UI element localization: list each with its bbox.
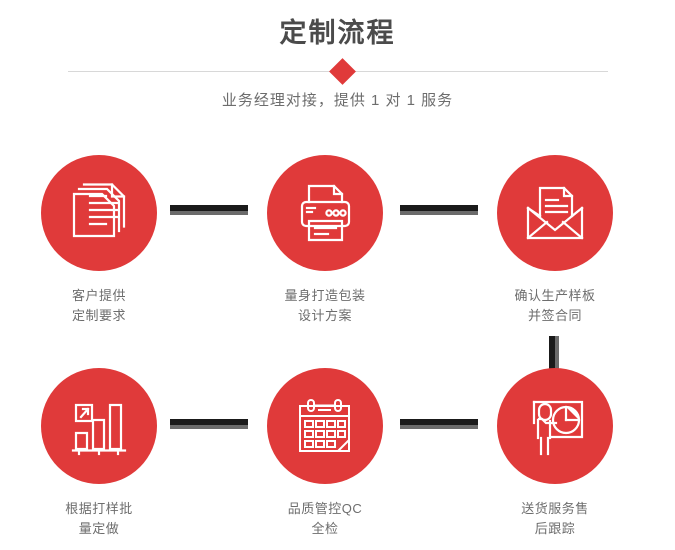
header: 定制流程 业务经理对接，提供 1 对 1 服务 <box>0 0 675 130</box>
flow-step-3-caption: 确认生产样板 并签合同 <box>514 288 596 323</box>
flow-step-5-circle[interactable] <box>267 368 383 484</box>
connector-bar <box>400 205 478 211</box>
connector-shadow <box>555 336 559 376</box>
connector-bar <box>400 419 478 425</box>
page-title: 定制流程 <box>279 18 396 48</box>
flow-step-2-caption: 量身打造包装 设计方案 <box>284 288 366 323</box>
connector-shadow <box>400 425 478 429</box>
flow-step-6-caption: 送货服务售 后跟踪 <box>521 501 589 536</box>
flow-step-2-circle[interactable] <box>267 155 383 271</box>
connector-step1-step2 <box>170 205 248 215</box>
flow-step-5-caption: 品质管控QC 全检 <box>287 501 363 536</box>
flow-step-6-circle[interactable] <box>497 368 613 484</box>
bar-chart-growth-icon <box>66 393 132 459</box>
flow-step-6[interactable]: 送货服务售 后跟踪 <box>465 368 645 539</box>
connector-step5-step6 <box>400 419 478 429</box>
connector-shadow <box>400 211 478 215</box>
flow-step-4-caption: 根据打样批 量定做 <box>65 501 133 536</box>
envelope-document-icon <box>522 180 588 246</box>
connector-bar <box>170 419 248 425</box>
connector-bar <box>170 205 248 211</box>
flow-step-4-circle[interactable] <box>41 368 157 484</box>
connector-step2-step3 <box>400 205 478 215</box>
flow-step-1-circle[interactable] <box>41 155 157 271</box>
calendar-icon <box>292 393 358 459</box>
flow-step-4[interactable]: 根据打样批 量定做 <box>9 368 189 539</box>
documents-stack-icon <box>66 180 132 246</box>
presentation-pie-chart-icon <box>522 393 588 459</box>
connector-shadow <box>170 425 248 429</box>
connector-step3-step6 <box>549 336 559 376</box>
connector-step4-step5 <box>170 419 248 429</box>
title-divider <box>68 58 608 85</box>
flow-step-5[interactable]: 品质管控QC 全检 <box>235 368 415 539</box>
flow-step-2[interactable]: 量身打造包装 设计方案 <box>235 155 415 326</box>
connector-bar <box>549 336 555 376</box>
flow-step-1-caption: 客户提供 定制要求 <box>71 288 126 323</box>
flow-step-3-circle[interactable] <box>497 155 613 271</box>
flow-step-1[interactable]: 客户提供 定制要求 <box>9 155 189 326</box>
flow-step-3[interactable]: 确认生产样板 并签合同 <box>465 155 645 326</box>
printer-icon <box>292 180 358 246</box>
connector-shadow <box>170 211 248 215</box>
page-subtitle: 业务经理对接，提供 1 对 1 服务 <box>221 92 454 109</box>
